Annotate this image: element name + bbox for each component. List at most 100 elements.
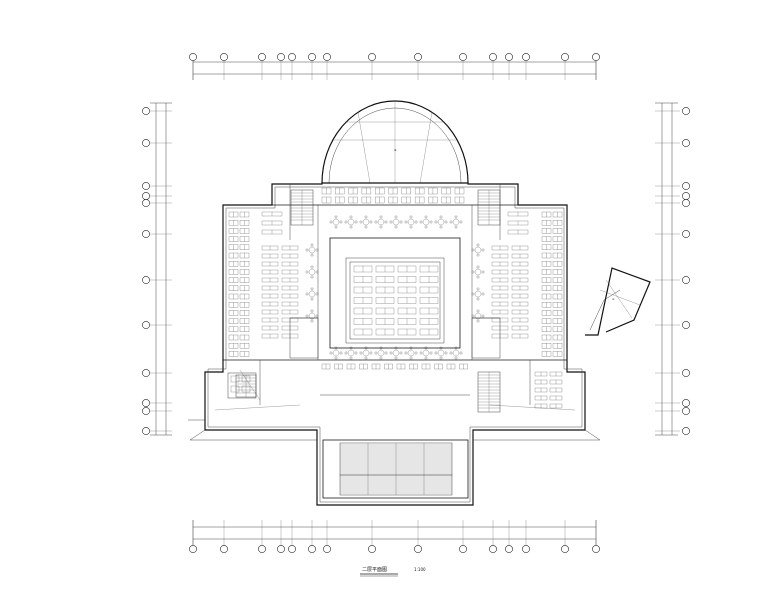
axis-bubble bbox=[682, 139, 690, 147]
chair bbox=[419, 351, 423, 355]
chair bbox=[384, 220, 388, 224]
axis-bubble bbox=[220, 53, 228, 61]
axis-bubble bbox=[459, 53, 467, 61]
chair bbox=[379, 225, 383, 229]
chair bbox=[310, 287, 314, 291]
chair bbox=[310, 297, 314, 301]
chair bbox=[429, 220, 433, 224]
chair bbox=[315, 314, 319, 318]
chair bbox=[394, 356, 398, 360]
drawing-title-block: 二层平面图 1:100 bbox=[360, 567, 426, 577]
chair bbox=[454, 225, 458, 229]
desk-chair-icon bbox=[228, 211, 250, 357]
chair bbox=[454, 346, 458, 350]
axis-bubble bbox=[682, 192, 690, 200]
axis-bubble bbox=[142, 427, 150, 435]
chair bbox=[476, 309, 480, 313]
chair bbox=[454, 356, 458, 360]
axis-bubble bbox=[682, 276, 690, 284]
chair bbox=[315, 292, 319, 296]
axis-bubble bbox=[142, 182, 150, 190]
axis-bubble bbox=[682, 427, 690, 435]
chair bbox=[476, 253, 480, 257]
chair bbox=[429, 351, 433, 355]
round-table bbox=[437, 349, 445, 357]
chair bbox=[481, 314, 485, 318]
round-table bbox=[377, 218, 385, 226]
axis-bubble bbox=[189, 545, 197, 553]
chair bbox=[389, 220, 393, 224]
axis-bubble bbox=[682, 399, 690, 407]
chair bbox=[476, 243, 480, 247]
chair bbox=[409, 215, 413, 219]
axis-bubble bbox=[561, 545, 569, 553]
axis-bubble bbox=[142, 199, 150, 207]
drawing-scale: 1:100 bbox=[414, 567, 426, 572]
chair bbox=[481, 292, 485, 296]
round-table bbox=[474, 246, 482, 254]
axis-bubble bbox=[459, 545, 467, 553]
axis-bubble bbox=[308, 53, 316, 61]
round-table bbox=[474, 312, 482, 320]
chair bbox=[476, 265, 480, 269]
axis-bubble bbox=[522, 53, 530, 61]
round-table bbox=[474, 268, 482, 276]
axis-bubble bbox=[142, 230, 150, 238]
axis-bubble bbox=[189, 53, 197, 61]
chair bbox=[471, 248, 475, 252]
axis-bubble bbox=[682, 182, 690, 190]
chair bbox=[394, 225, 398, 229]
axis-bubble bbox=[142, 139, 150, 147]
chair bbox=[334, 215, 338, 219]
chair bbox=[364, 346, 368, 350]
chair bbox=[481, 270, 485, 274]
central-atrium bbox=[329, 237, 461, 349]
chair bbox=[404, 220, 408, 224]
chair bbox=[471, 270, 475, 274]
chair bbox=[476, 319, 480, 323]
round-table bbox=[332, 349, 340, 357]
chair bbox=[354, 351, 358, 355]
chair bbox=[481, 248, 485, 252]
left-dimension-chains bbox=[150, 102, 172, 436]
chair bbox=[364, 356, 368, 360]
axis-bubble bbox=[561, 53, 569, 61]
svg-text:⊕: ⊕ bbox=[394, 148, 397, 152]
atrium-desk-grid bbox=[353, 265, 439, 336]
round-table bbox=[347, 218, 355, 226]
chair bbox=[409, 356, 413, 360]
chair bbox=[434, 351, 438, 355]
round-table bbox=[362, 218, 370, 226]
axis-bubble bbox=[258, 545, 266, 553]
right-angled-wing: ≡ bbox=[585, 267, 651, 336]
chair bbox=[310, 275, 314, 279]
axis-bubble bbox=[592, 53, 600, 61]
bottom-dimension-ticks bbox=[192, 520, 597, 545]
round-table bbox=[362, 349, 370, 357]
round-table bbox=[437, 218, 445, 226]
chair bbox=[349, 215, 353, 219]
right-dimension-ticks bbox=[655, 110, 680, 432]
chair bbox=[349, 346, 353, 350]
left-dimension-ticks bbox=[150, 110, 172, 432]
round-table bbox=[452, 218, 460, 226]
axis-bubble bbox=[505, 545, 513, 553]
chair bbox=[449, 351, 453, 355]
desk-chair-icon bbox=[261, 211, 299, 339]
chair bbox=[359, 220, 363, 224]
bottom-dimension-chains bbox=[192, 520, 597, 545]
chair bbox=[459, 220, 463, 224]
chair bbox=[374, 351, 378, 355]
chair bbox=[476, 297, 480, 301]
chair bbox=[329, 351, 333, 355]
chair bbox=[389, 351, 393, 355]
chair bbox=[409, 346, 413, 350]
axis-bubble bbox=[142, 321, 150, 329]
chair bbox=[439, 346, 443, 350]
chair bbox=[359, 351, 363, 355]
axis-bubble bbox=[142, 192, 150, 200]
chair bbox=[344, 220, 348, 224]
chair bbox=[374, 220, 378, 224]
chair bbox=[379, 356, 383, 360]
axis-bubble bbox=[682, 199, 690, 207]
